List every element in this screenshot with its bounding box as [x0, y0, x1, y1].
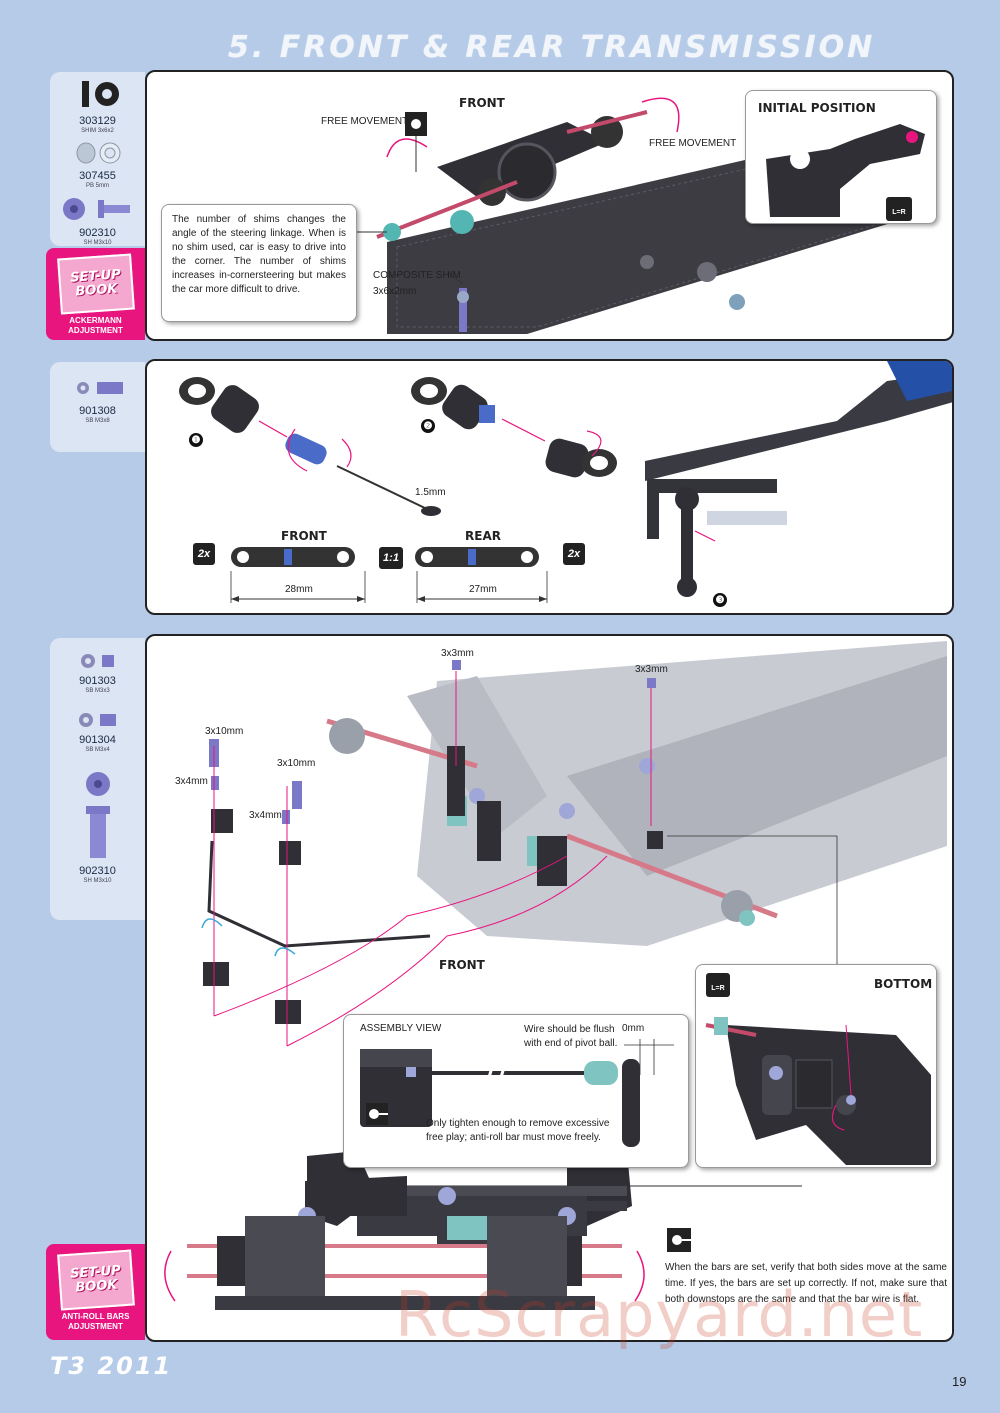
- part-902310: 902310 SH M3x10: [50, 770, 145, 885]
- part-number: 902310: [79, 865, 116, 877]
- steering-arm-illustration: [766, 124, 925, 217]
- screw-size-label: 3x10mm: [205, 726, 244, 737]
- free-movement-label: FREE MOVEMENT: [321, 116, 409, 127]
- quantity-badge: 2x: [563, 543, 585, 565]
- front-label: FRONT: [439, 958, 485, 972]
- wire-flush-note: Wire should be flush with end of pivot b…: [524, 1024, 618, 1049]
- watermark: RcScrapyard.net: [395, 1278, 924, 1351]
- bottom-view-box: BOTTOM L=R: [695, 964, 937, 1168]
- shim-note: The number of shims changes the angle of…: [161, 204, 357, 322]
- part-number: 307455: [79, 170, 116, 182]
- lr-badge: L=R: [706, 973, 730, 997]
- composite-shim-size: 3x6x2mm: [373, 286, 417, 297]
- part-307455: 307455 PB 5mm: [50, 141, 145, 190]
- pivot-ball-icon: [76, 142, 120, 164]
- parts-column-1: 303129 SHIM 3x6x2 307455 PB 5mm 902310 S…: [50, 72, 145, 246]
- assembly-view-box: ASSEMBLY VIEW Wire should be flush with …: [343, 1014, 689, 1168]
- bottom-view-drawing: [705, 1017, 931, 1165]
- set-screw-icon: [80, 654, 114, 668]
- tool-size-label: 1.5mm: [415, 487, 446, 498]
- page-number: 19: [952, 1374, 967, 1389]
- screw-size-label: 3x4mm: [249, 810, 282, 821]
- part-desc: SB M3x4: [85, 747, 110, 753]
- screw-icon: [62, 198, 130, 220]
- part-number: 901308: [79, 405, 116, 417]
- initial-position-title: INITIAL POSITION: [758, 101, 876, 115]
- screw-size-label: 3x10mm: [277, 758, 316, 769]
- step-3-marker: ❸: [713, 593, 727, 607]
- ball-cup-illustration: [179, 361, 952, 603]
- part-901304: 901304 SB M3x4: [50, 711, 145, 754]
- panel-steering: FREE MOVEMENT FREE MOVEMENT FRONT COMPOS…: [145, 70, 954, 341]
- setup-book-logo: SET-UP BOOK: [56, 253, 135, 315]
- setup-book-label: ACKERMANN ADJUSTMENT: [68, 316, 123, 335]
- parts-column-2: 901308 SB M3x8: [50, 362, 145, 452]
- part-902310: 902310 SH M3x10: [50, 196, 145, 247]
- page-title: 5. FRONT & REAR TRANSMISSION: [228, 30, 876, 65]
- front-length-label: 28mm: [285, 584, 313, 595]
- part-number: 902310: [79, 227, 116, 239]
- part-desc: SH M3x10: [83, 878, 112, 884]
- bottom-label: BOTTOM: [874, 977, 933, 991]
- part-number: 901303: [79, 675, 116, 687]
- panel-anti-roll-bar: 3x3mm 3x3mm 3x10mm 3x10mm 3x4mm 3x4mm FR…: [145, 634, 954, 1342]
- setup-book-logo: SET-UP BOOK: [56, 1249, 135, 1311]
- set-screw-icon: [78, 713, 116, 727]
- shim-icon: [81, 81, 119, 107]
- step-1-marker: ❶: [189, 433, 203, 447]
- part-desc: SB M3x3: [85, 688, 110, 694]
- lr-badge-text: L=R: [892, 209, 906, 216]
- setup-book-anti-roll[interactable]: SET-UP BOOK ANTI-ROLL BARS ADJUSTMENT: [46, 1244, 145, 1340]
- setup-book-label: ANTI-ROLL BARS ADJUSTMENT: [61, 1312, 130, 1331]
- ratio-badge: 1:1: [379, 547, 403, 569]
- free-movement-label: FREE MOVEMENT: [649, 138, 737, 149]
- quantity-badge: 2x: [193, 543, 215, 565]
- rear-label: REAR: [465, 529, 501, 543]
- part-901303: 901303 SB M3x3: [50, 652, 145, 695]
- screw-icon: [85, 772, 110, 858]
- setup-book-ackermann[interactable]: SET-UP BOOK ACKERMANN ADJUSTMENT: [46, 248, 145, 340]
- part-number: 303129: [79, 115, 116, 127]
- front-label: FRONT: [281, 529, 327, 543]
- part-desc: SH M3x10: [83, 240, 112, 246]
- anti-roll-bar-illustration: [164, 641, 947, 1310]
- lr-badge: L=R: [886, 197, 912, 221]
- footer-logo: T3 2011: [50, 1352, 173, 1380]
- screw-size-label: 3x3mm: [441, 648, 474, 659]
- part-desc: PB 5mm: [85, 183, 109, 189]
- screw-size-label: 3x4mm: [175, 776, 208, 787]
- part-901308: 901308 SB M3x8: [50, 376, 145, 425]
- bars-note: When the bars are set, verify that both …: [665, 1262, 947, 1305]
- front-label: FRONT: [459, 96, 505, 110]
- step-2-marker: ❷: [421, 419, 435, 433]
- shim-note-text: The number of shims changes the angle of…: [172, 214, 346, 295]
- initial-position-box: INITIAL POSITION L=R: [745, 90, 937, 224]
- assembly-view-drawing: [360, 1039, 674, 1147]
- part-desc: SHIM 3x6x2: [81, 128, 114, 134]
- lr-badge-text: L=R: [711, 985, 725, 992]
- screw-size-label: 3x3mm: [635, 664, 668, 675]
- parts-column-3: 901303 SB M3x3 901304 SB M3x4 902310 SH …: [50, 638, 145, 920]
- part-303129: 303129 SHIM 3x6x2: [50, 78, 145, 135]
- rear-length-label: 27mm: [469, 584, 497, 595]
- zero-mm-label: 0mm: [622, 1023, 645, 1034]
- composite-shim-label: COMPOSITE SHIM: [373, 270, 461, 281]
- assembly-view-title: ASSEMBLY VIEW: [360, 1023, 442, 1034]
- set-screw-icon: [76, 382, 123, 394]
- tighten-note: Only tighten enough to remove excessive …: [426, 1118, 610, 1143]
- part-number: 901304: [79, 734, 116, 746]
- part-desc: SB M3x8: [85, 418, 110, 424]
- panel-turnbuckles: ❶ ❷ ❸ 1.5mm FRONT REAR 2x 1:1 2x 28mm 27…: [145, 359, 954, 615]
